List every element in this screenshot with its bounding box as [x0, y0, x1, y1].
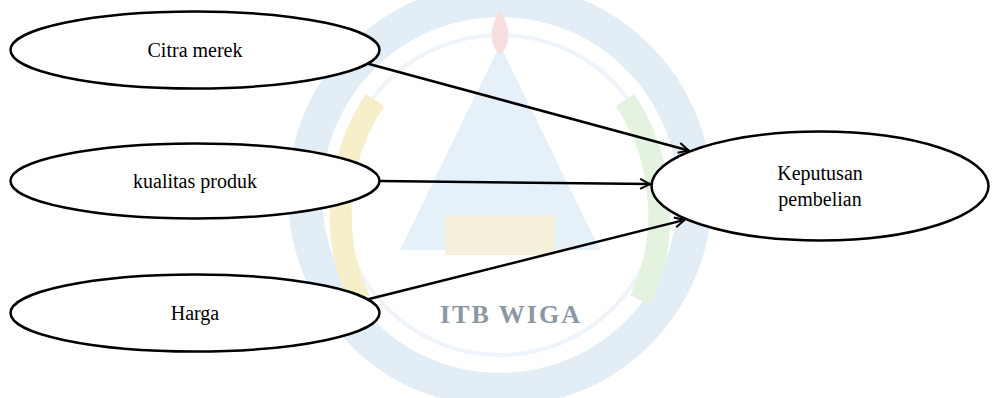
variable-ellipse: kualitas produk — [9, 142, 381, 220]
seal-flame — [492, 10, 509, 55]
variable-name: Harga — [171, 300, 220, 326]
arrow-connector — [368, 220, 685, 299]
variable-ellipse: Keputusan pembelian — [650, 130, 990, 242]
variable-name: kualitas produk — [133, 168, 257, 194]
arrow-connector — [380, 181, 650, 184]
arrow-connector — [368, 64, 688, 151]
variable-name: Citra merek — [148, 37, 243, 63]
seal-inner-ring — [340, 35, 660, 355]
watermark-text: ITB WIGA — [440, 300, 582, 330]
variable-name: Keputusan pembelian — [758, 160, 883, 212]
variable-ellipse: Citra merek — [9, 10, 381, 90]
variable-ellipse: Harga — [9, 273, 381, 353]
seal-book — [445, 215, 555, 255]
ellipse-outline — [650, 130, 990, 242]
seal-leaf-right — [625, 100, 659, 300]
